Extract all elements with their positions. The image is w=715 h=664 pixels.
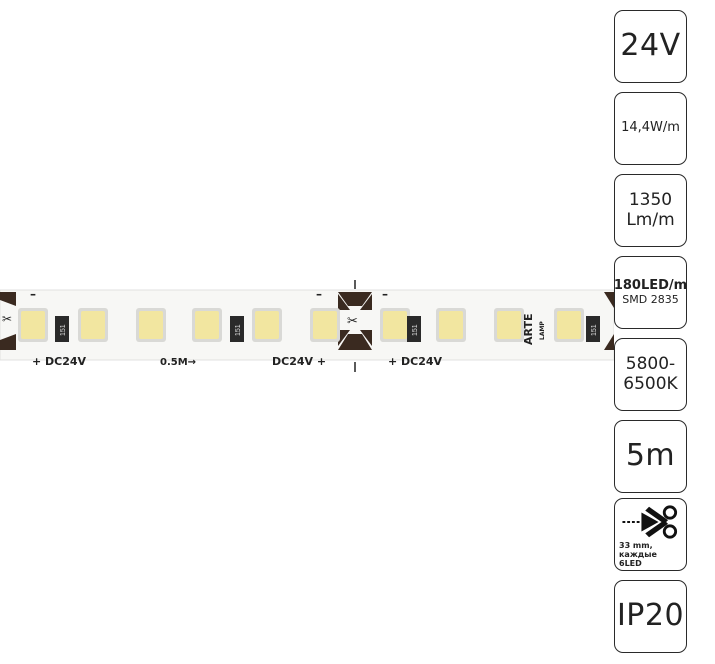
length-marker-label: 0.5M→ — [160, 357, 196, 368]
led-strip-drawing: ✂ ✂ – – – + DC24V 0.5M→ DC24V + + DC24V — [0, 280, 614, 372]
spec-ip: IP20 — [614, 580, 687, 653]
spec-led-density: 180LED/m — [613, 277, 688, 293]
led-chip — [494, 308, 524, 342]
svg-text:151: 151 — [60, 324, 67, 336]
spec-cut: 33 mm, каждые 6LED — [614, 498, 687, 571]
led-chip — [18, 308, 48, 342]
led-chip — [192, 308, 222, 342]
led-strip: ✂ ✂ – – – + DC24V 0.5M→ DC24V + + DC24V — [0, 270, 614, 380]
brand-label: ARTE — [522, 313, 535, 345]
svg-text:151: 151 — [235, 324, 242, 336]
spec-lumen-value: 1350 — [628, 189, 673, 210]
spec-voltage-value: 24V — [620, 28, 681, 64]
led-chip — [136, 308, 166, 342]
brand-sub-label: LAMP — [539, 321, 546, 340]
spec-cct-range-start: 5800- — [625, 353, 676, 374]
svg-text:151: 151 — [591, 324, 598, 336]
spec-cut-interval: 33 mm, каждые — [619, 541, 657, 559]
spec-lumen: 1350 Lm/m — [614, 174, 687, 247]
resistor-1: 151 — [55, 316, 69, 342]
scissors-icon: ✂ — [2, 312, 12, 326]
resistor-3: 151 — [407, 316, 421, 342]
spec-cut-led-count: 6LED — [619, 559, 642, 568]
led-chip — [310, 308, 340, 342]
led-chip — [252, 308, 282, 342]
minus-label-left: – — [30, 287, 36, 301]
svg-text:151: 151 — [412, 324, 419, 336]
cut-pad-right — [604, 292, 614, 350]
dc24v-label-mid: DC24V + — [272, 355, 326, 368]
spec-power-value: 14,4W/m — [621, 120, 680, 136]
spec-led-type: SMD 2835 — [622, 292, 679, 306]
spec-cct: 5800- 6500K — [614, 338, 687, 411]
spec-ip-value: IP20 — [616, 598, 685, 634]
led-chip — [554, 308, 584, 342]
spec-length: 5m — [614, 420, 687, 493]
spec-voltage: 24V — [614, 10, 687, 83]
spec-led: 180LED/m SMD 2835 — [614, 256, 687, 329]
spec-lumen-unit: Lm/m — [626, 209, 675, 230]
led-chip — [78, 308, 108, 342]
scissors-icon: ✂ — [347, 313, 358, 328]
cut-pad-left: ✂ — [0, 292, 16, 350]
spec-power: 14,4W/m — [614, 92, 687, 165]
minus-label-mid-right: – — [382, 287, 388, 301]
resistor-4: 151 — [586, 316, 600, 342]
cut-pad-middle: ✂ — [338, 280, 372, 372]
spec-cct-range-end: 6500K — [623, 373, 678, 394]
minus-label-mid-left: – — [316, 287, 322, 301]
spec-length-value: 5m — [625, 438, 676, 474]
dc24v-label-right: + DC24V — [388, 355, 443, 368]
dc24v-label-left: + DC24V — [32, 355, 87, 368]
scissors-icon — [622, 505, 678, 539]
led-chip — [380, 308, 410, 342]
led-chip — [436, 308, 466, 342]
resistor-2: 151 — [230, 316, 244, 342]
